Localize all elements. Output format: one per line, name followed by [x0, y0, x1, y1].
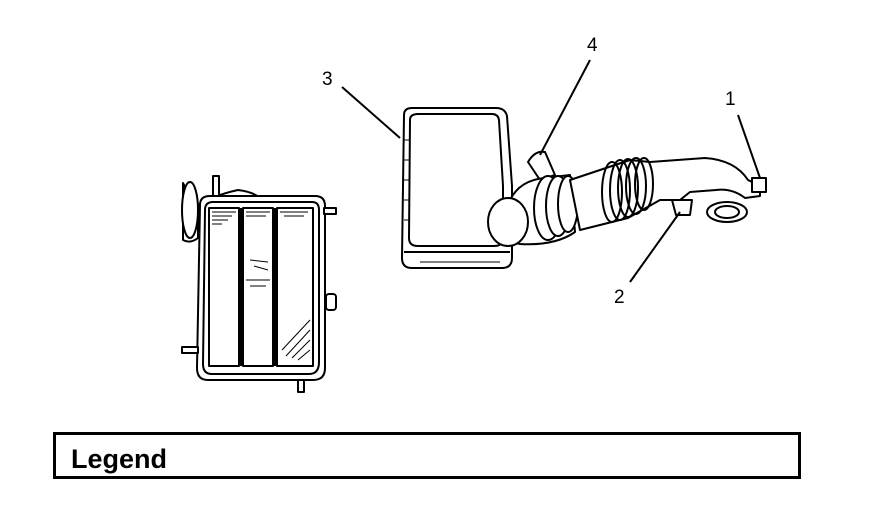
resonator	[487, 150, 579, 247]
air-cleaner-diagram	[181, 59, 767, 393]
callout-3: 3	[322, 69, 333, 90]
air-cleaner-cover	[401, 107, 513, 269]
legend-box: Legend	[53, 432, 801, 479]
air-cleaner-lower-housing	[181, 175, 337, 393]
callout-2: 2	[614, 287, 625, 308]
legend-title: Legend	[71, 444, 168, 474]
callout-1: 1	[725, 89, 736, 110]
intake-duct	[569, 157, 767, 231]
callout-4: 4	[587, 35, 598, 56]
